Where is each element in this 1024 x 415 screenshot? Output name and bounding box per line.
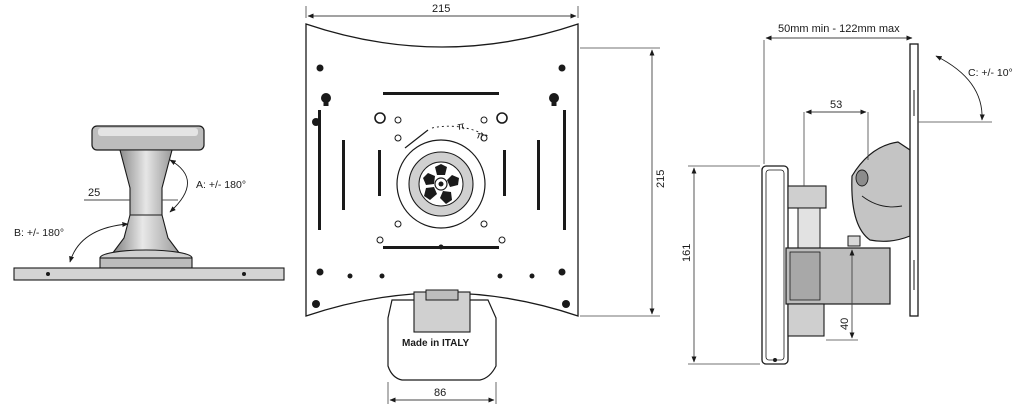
front-view: π π Made in ITALY 215 215 86: [305, 3, 667, 404]
dial-mark-1: π: [456, 120, 465, 133]
tilt-arc: [935, 55, 985, 121]
side-view: 25 A: +/- 180° B: +/- 180°: [13, 125, 285, 281]
monitor-plate: [909, 43, 919, 317]
floor-plate: [13, 267, 285, 281]
depth-range-label: 50mm min - 122mm max: [778, 23, 900, 35]
arm-offset-label: 53: [830, 99, 842, 111]
rotation-a-label: A: +/- 180°: [196, 179, 246, 191]
clamp-width-label: 86: [434, 387, 446, 399]
tilt-label: C: +/- 10°: [968, 67, 1013, 79]
bottom-offset-label: 40: [839, 318, 851, 330]
made-in-label: Made in ITALY: [402, 338, 470, 349]
rotation-b-label: B: +/- 180°: [14, 227, 64, 239]
column-width-label: 25: [88, 187, 100, 199]
base-cone: [110, 214, 182, 255]
plate-width-label: 215: [432, 3, 450, 15]
rotation-a-arc: [169, 159, 188, 213]
profile-view: 50mm min - 122mm max C: +/- 10° 53 161 4…: [681, 23, 1013, 365]
tilt-head: [851, 141, 911, 242]
support-column: [119, 149, 173, 216]
rotation-b-arc: [69, 221, 129, 263]
height-label: 161: [681, 244, 693, 262]
plate-height-label: 215: [655, 170, 667, 188]
upper-arm-block: [787, 185, 827, 209]
dial-mark-2: π: [475, 129, 485, 142]
